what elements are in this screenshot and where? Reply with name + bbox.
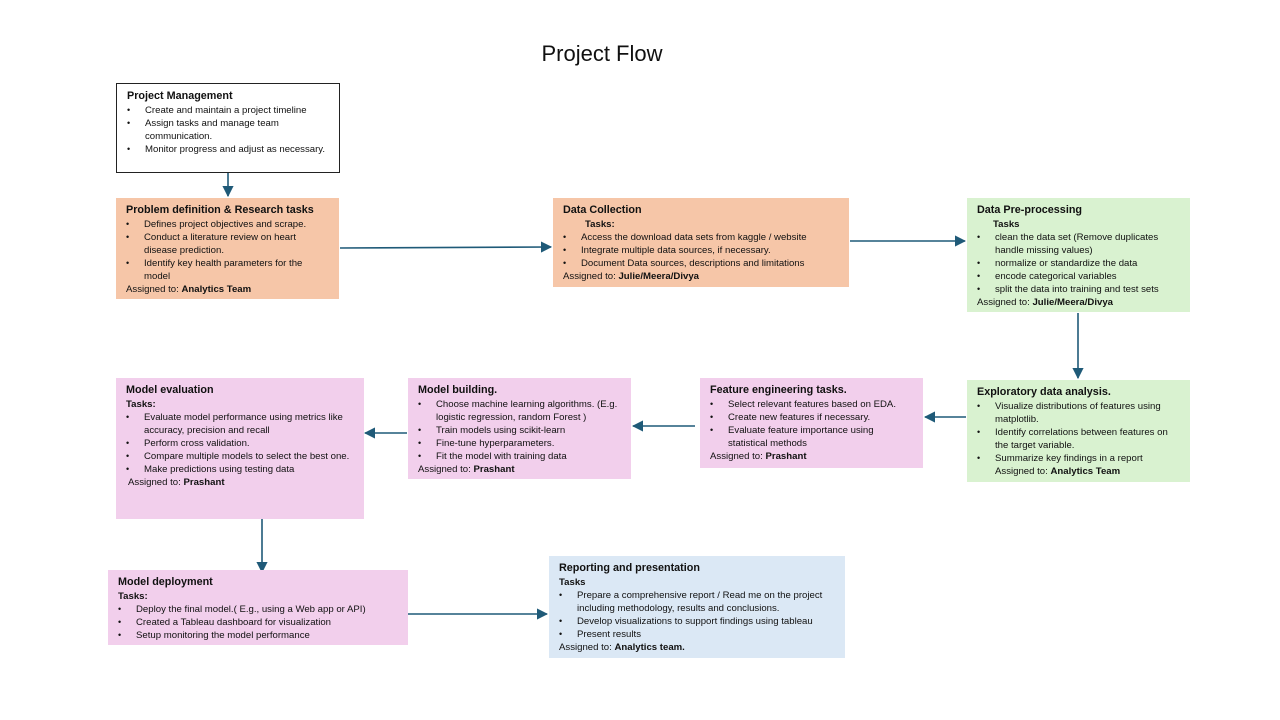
tasks-label: Tasks [559,577,586,588]
list-item: Evaluate feature importance using statis… [710,424,915,450]
assignee: Prashant [183,477,225,488]
box-heading: Data Pre-processing [977,204,1083,216]
data-collection-box: Data Collection Tasks: Access the downlo… [553,198,849,287]
assigned-label: Assigned to: [995,466,1051,477]
task-list: Defines project objectives and scrape. C… [126,218,331,283]
box-heading: Feature engineering tasks. [710,384,847,396]
assignment: Assigned to: Prashant [710,450,915,463]
assignment: Assigned to: Analytics Team [977,465,1182,478]
task-list: Evaluate model performance using metrics… [126,411,356,476]
box-heading: Reporting and presentation [559,562,700,574]
list-item: Fit the model with training data [418,450,623,463]
tasks-label: Tasks: [126,399,156,410]
task-list: Deploy the final model.( E.g., using a W… [118,603,400,642]
list-item: Choose machine learning algorithms. (E.g… [418,398,623,424]
project-management-box: Project Management Create and maintain a… [116,83,340,173]
assignee: Analytics Team [181,284,252,295]
assignee: Prashant [765,451,807,462]
feature-engineering-box: Feature engineering tasks. Select releva… [700,378,923,468]
page-title: Project Flow [541,41,663,66]
list-item: Setup monitoring the model performance [118,629,400,642]
list-item: Identify correlations between features o… [977,426,1182,452]
list-item: normalize or standardize the data [977,257,1182,270]
task-list: clean the data set (Remove duplicates ha… [977,231,1182,296]
problem-definition-box: Problem definition & Research tasks Defi… [116,198,339,299]
model-deployment-box: Model deployment Tasks: Deploy the final… [108,570,408,645]
list-item: Make predictions using testing data [126,463,356,476]
task-list: Prepare a comprehensive report / Read me… [559,589,837,641]
list-item: Identify key health parameters for the m… [126,257,331,283]
list-item: Develop visualizations to support findin… [559,615,837,628]
tasks-label: Tasks: [585,219,615,230]
task-list: Choose machine learning algorithms. (E.g… [418,398,623,463]
assignee: Prashant [473,464,515,475]
tasks-label: Tasks: [118,591,148,602]
task-list: Access the download data sets from kaggl… [563,231,841,270]
assignment: Assigned to: Julie/Meera/Divya [977,296,1182,309]
box-heading: Project Management [127,90,233,102]
assignee: Julie/Meera/Divya [1032,297,1113,308]
list-item: Summarize key findings in a report [977,452,1182,465]
list-item: clean the data set (Remove duplicates ha… [977,231,1182,257]
list-item: Access the download data sets from kaggl… [563,231,841,244]
list-item: Prepare a comprehensive report / Read me… [559,589,837,615]
assigned-label: Assigned to: [977,297,1033,308]
assigned-label: Assigned to: [563,271,619,282]
list-item: encode categorical variables [977,270,1182,283]
list-item: Monitor progress and adjust as necessary… [127,143,331,156]
list-item: split the data into training and test se… [977,283,1182,296]
assigned-label: Assigned to: [126,284,182,295]
data-preprocessing-box: Data Pre-processing Tasks clean the data… [967,198,1190,312]
list-item: Evaluate model performance using metrics… [126,411,356,437]
list-item: Conduct a literature review on heart dis… [126,231,331,257]
list-item: Integrate multiple data sources, if nece… [563,244,841,257]
list-item: Create and maintain a project timeline [127,104,331,117]
assignee: Analytics Team [1050,466,1121,477]
assignment: Assigned to: Prashant [126,476,356,489]
box-heading: Model evaluation [126,384,214,396]
box-heading: Problem definition & Research tasks [126,204,314,216]
list-item: Create new features if necessary. [710,411,915,424]
assignee: Julie/Meera/Divya [618,271,699,282]
assigned-label: Assigned to: [710,451,766,462]
list-item: Train models using scikit-learn [418,424,623,437]
task-list: Visualize distributions of features usin… [977,400,1182,465]
list-item: Created a Tableau dashboard for visualiz… [118,616,400,629]
assigned-label: Assigned to: [418,464,474,475]
assignment: Assigned to: Analytics Team [126,283,331,296]
reporting-presentation-box: Reporting and presentation Tasks Prepare… [549,556,845,658]
assignment: Assigned to: Analytics team. [559,641,837,654]
assigned-label: Assigned to: [559,642,615,653]
task-list: Create and maintain a project timeline A… [127,104,331,156]
model-building-box: Model building. Choose machine learning … [408,378,631,479]
assignment: Assigned to: Prashant [418,463,623,476]
list-item: Document Data sources, descriptions and … [563,257,841,270]
box-heading: Model deployment [118,576,213,588]
exploratory-data-analysis-box: Exploratory data analysis. Visualize dis… [967,380,1190,482]
tasks-label: Tasks [993,219,1020,230]
list-item: Defines project objectives and scrape. [126,218,331,231]
list-item: Assign tasks and manage team communicati… [127,117,331,143]
assignee: Analytics team. [614,642,685,653]
list-item: Deploy the final model.( E.g., using a W… [118,603,400,616]
box-heading: Exploratory data analysis. [977,386,1111,398]
list-item: Perform cross validation. [126,437,356,450]
box-heading: Data Collection [563,204,642,216]
box-heading: Model building. [418,384,498,396]
task-list: Select relevant features based on EDA. C… [710,398,915,450]
arrow-problem-to-collection [339,241,553,253]
model-evaluation-box: Model evaluation Tasks: Evaluate model p… [116,378,364,519]
assigned-label: Assigned to: [128,477,184,488]
list-item: Present results [559,628,837,641]
list-item: Visualize distributions of features usin… [977,400,1182,426]
list-item: Fine-tune hyperparameters. [418,437,623,450]
list-item: Compare multiple models to select the be… [126,450,356,463]
assignment: Assigned to: Julie/Meera/Divya [563,270,841,283]
list-item: Select relevant features based on EDA. [710,398,915,411]
